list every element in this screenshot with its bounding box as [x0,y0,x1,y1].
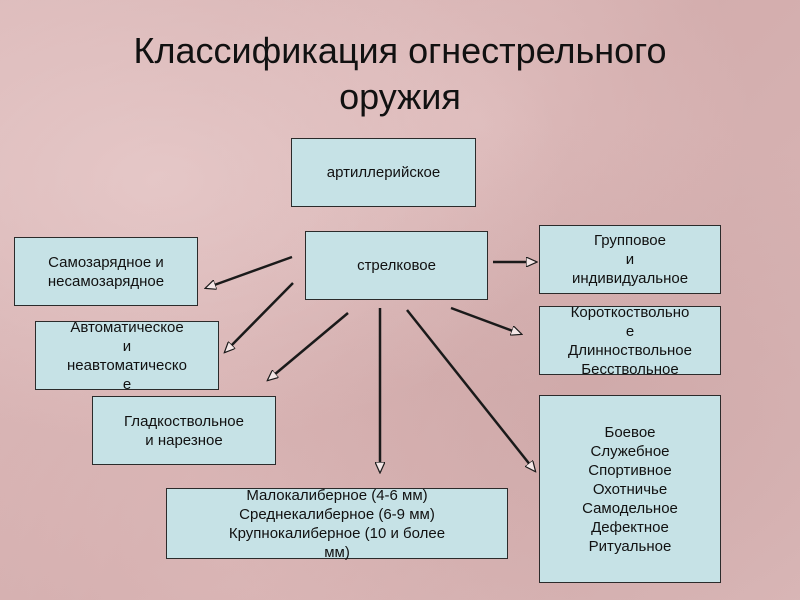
box-barrel-length: Короткоствольно е Длинноствольное Бесств… [539,304,721,378]
arrow-to-barrel-length [450,306,521,334]
box-automatic: Автоматическое и неавтоматическо е [35,319,219,393]
box-group-individual: Групповое и индивидуальное [539,225,721,294]
box-smooth-rifled: Гладкоствольное и нарезное [92,396,276,465]
slide-title: Классификация огнестрельного оружия [133,30,667,117]
box-caliber: Малокалиберное (4-6 мм) Среднекалиберное… [166,487,508,561]
arrow-to-purpose [406,309,535,471]
arrow-to-self-loading [206,255,293,288]
box-artillery: артиллерийское [291,138,476,207]
box-purpose: Боевое Служебное Спортивное Охотничье Са… [539,395,721,583]
arrow-to-smooth-rifled [268,312,349,380]
box-small-arms: стрелковое [305,231,488,300]
box-self-loading: Самозарядное и несамозарядное [14,237,198,306]
arrow-to-automatic [225,282,294,352]
